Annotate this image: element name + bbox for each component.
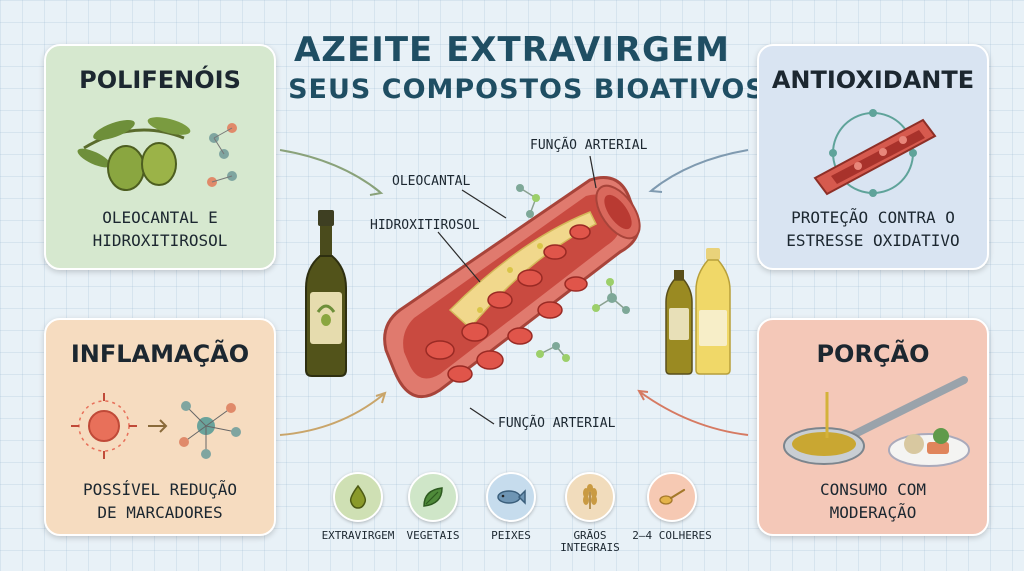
footer-item-colheres: 2–4 COLHERES <box>632 472 712 542</box>
label-hidroxitirosol: HIDROXITIROSOL <box>370 218 480 233</box>
card-polifenois-line2: HIDROXITIROSOL <box>92 231 228 250</box>
footer-circle-extravirgem <box>333 472 383 522</box>
footer-label-colheres: 2–4 COLHERES <box>632 529 712 542</box>
label-funcao-arterial-top: FUNÇÃO ARTERIAL <box>530 138 648 153</box>
card-antioxidante-title: ANTIOXIDANTE <box>771 66 975 94</box>
label-oleocantal: OLEOCANTAL <box>392 174 471 189</box>
footer-label-vegetais: VEGETAIS <box>406 529 460 542</box>
footer-item-vegetais: VEGETAIS <box>393 472 473 542</box>
card-antioxidante: ANTIOXIDANTE PROTEÇÃO CONTRA O ESTRESSE … <box>757 44 989 270</box>
card-porcao: PORÇÃO CONSUMO COM MODERAÇÃO <box>757 318 989 536</box>
card-antioxidante-line2: ESTRESSE OXIDATIVO <box>786 231 960 250</box>
card-polifenois: POLIFENÓIS OLEOCANTAL E HIDROXITIROSOL <box>44 44 276 270</box>
card-porcao-line1: CONSUMO COM <box>820 480 926 499</box>
main-title: AZEITE EXTRAVIRGEM <box>293 30 731 70</box>
footer-label-peixes: PEIXES <box>491 529 531 542</box>
footer-label-extravirgem: EXTRAVIRGEM <box>321 529 395 542</box>
oil-drop-icon <box>349 484 367 509</box>
blood-vessel-icon <box>813 109 937 197</box>
footer-circle-graos <box>565 472 615 522</box>
olive-oil-bottles-light <box>665 248 731 375</box>
card-inflamacao-line1: POSSÍVEL REDUÇÃO <box>82 480 238 499</box>
spoon-plate-icon <box>783 376 970 467</box>
card-polifenois-title: POLIFENÓIS <box>79 66 241 94</box>
card-inflamacao-title: INFLAMAÇÃO <box>70 340 250 368</box>
card-inflamacao-line2: DE MARCADORES <box>97 503 223 522</box>
card-porcao-desc: CONSUMO COM MODERAÇÃO <box>759 478 987 524</box>
label-funcao-arterial-bottom: FUNÇÃO ARTERIAL <box>498 416 616 431</box>
footer-circle-vegetais <box>408 472 458 522</box>
footer-item-peixes: PEIXES <box>471 472 551 542</box>
footer-label-graos: GRÃOS INTEGRAIS <box>560 529 620 554</box>
footer-item-graos: GRÃOS INTEGRAIS <box>550 472 630 554</box>
leaf-icon <box>423 487 443 507</box>
card-antioxidante-line1: PROTEÇÃO CONTRA O <box>791 208 955 227</box>
card-antioxidante-desc: PROTEÇÃO CONTRA O ESTRESSE OXIDATIVO <box>759 206 987 252</box>
molecule-icons <box>516 184 630 362</box>
card-polifenois-desc: OLEOCANTAL E HIDROXITIROSOL <box>46 206 274 252</box>
card-inflamacao: INFLAMAÇÃO POSSÍVEL REDUÇÃO DE MARCADORE… <box>44 318 276 536</box>
card-inflamacao-desc: POSSÍVEL REDUÇÃO DE MARCADORES <box>46 478 274 524</box>
card-porcao-line2: MODERAÇÃO <box>829 503 917 522</box>
fish-icon <box>497 489 526 505</box>
footer-circle-colheres <box>647 472 697 522</box>
subtitle: E SEUS COMPOSTOS BIOATIVOS <box>258 74 766 105</box>
card-polifenois-line1: OLEOCANTAL E <box>102 208 218 227</box>
spoon-icon <box>659 488 686 505</box>
olive-branch-icon <box>77 117 237 191</box>
artery-illustration <box>383 176 641 399</box>
wheat-icon <box>583 484 597 509</box>
footer-item-extravirgem: EXTRAVIRGEM <box>318 472 398 542</box>
card-porcao-title: PORÇÃO <box>816 340 930 368</box>
olive-oil-bottle-dark <box>305 210 347 377</box>
footer-circle-peixes <box>486 472 536 522</box>
inflammation-to-molecule-icon <box>71 393 241 459</box>
